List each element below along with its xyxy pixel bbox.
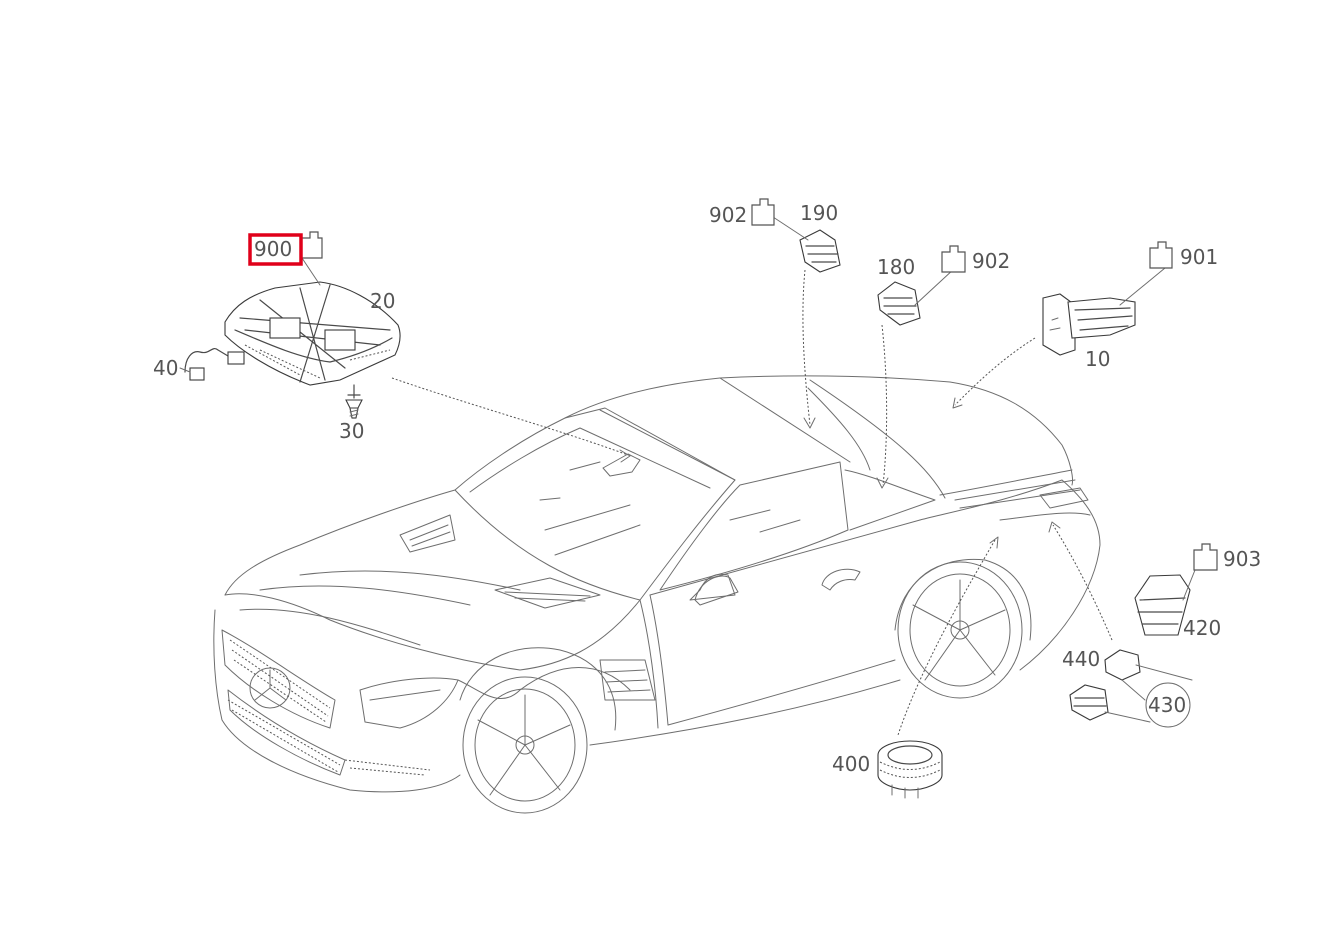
callout-903[interactable]: 903 <box>1223 547 1261 571</box>
symbol-901-icon <box>1149 241 1173 269</box>
callout-420[interactable]: 420 <box>1183 616 1221 640</box>
part-20-overhead-panel[interactable] <box>224 257 401 386</box>
callout-902-a[interactable]: 902 <box>709 203 747 227</box>
symbol-902a-icon <box>751 198 775 226</box>
part-420-module[interactable] <box>1134 569 1196 636</box>
leader-arrows <box>391 269 1113 736</box>
part-40-cable[interactable] <box>179 348 245 381</box>
callout-190[interactable]: 190 <box>800 201 838 225</box>
callout-40[interactable]: 40 <box>153 356 178 380</box>
callout-10[interactable]: 10 <box>1085 347 1110 371</box>
callout-440[interactable]: 440 <box>1062 647 1100 671</box>
part-400-ring[interactable] <box>877 740 943 799</box>
symbol-902b-icon <box>941 245 966 273</box>
callout-20[interactable]: 20 <box>370 289 395 313</box>
part-180-sensor[interactable] <box>877 267 956 326</box>
symbol-903-icon <box>1193 543 1218 571</box>
callout-180[interactable]: 180 <box>877 255 915 279</box>
callout-430[interactable]: 430 <box>1148 693 1186 717</box>
symbol-900-icon <box>300 231 323 259</box>
callout-902-b[interactable]: 902 <box>972 249 1010 273</box>
callout-901[interactable]: 901 <box>1180 245 1218 269</box>
part-190-sensor[interactable] <box>769 214 841 273</box>
callout-labels: 900 20 40 30 902 190 180 902 901 10 903 … <box>153 201 1261 776</box>
highlight-box-900 <box>248 233 303 266</box>
part-10-module[interactable] <box>1042 267 1166 356</box>
callout-900[interactable]: 900 <box>254 237 292 261</box>
callout-30[interactable]: 30 <box>339 419 364 443</box>
callout-400[interactable]: 400 <box>832 752 870 776</box>
part-440-bulb[interactable] <box>1104 649 1193 701</box>
part-30-screw[interactable] <box>345 384 363 419</box>
part-430-holder[interactable] <box>1069 682 1191 728</box>
car-body-drawing <box>213 375 1101 814</box>
